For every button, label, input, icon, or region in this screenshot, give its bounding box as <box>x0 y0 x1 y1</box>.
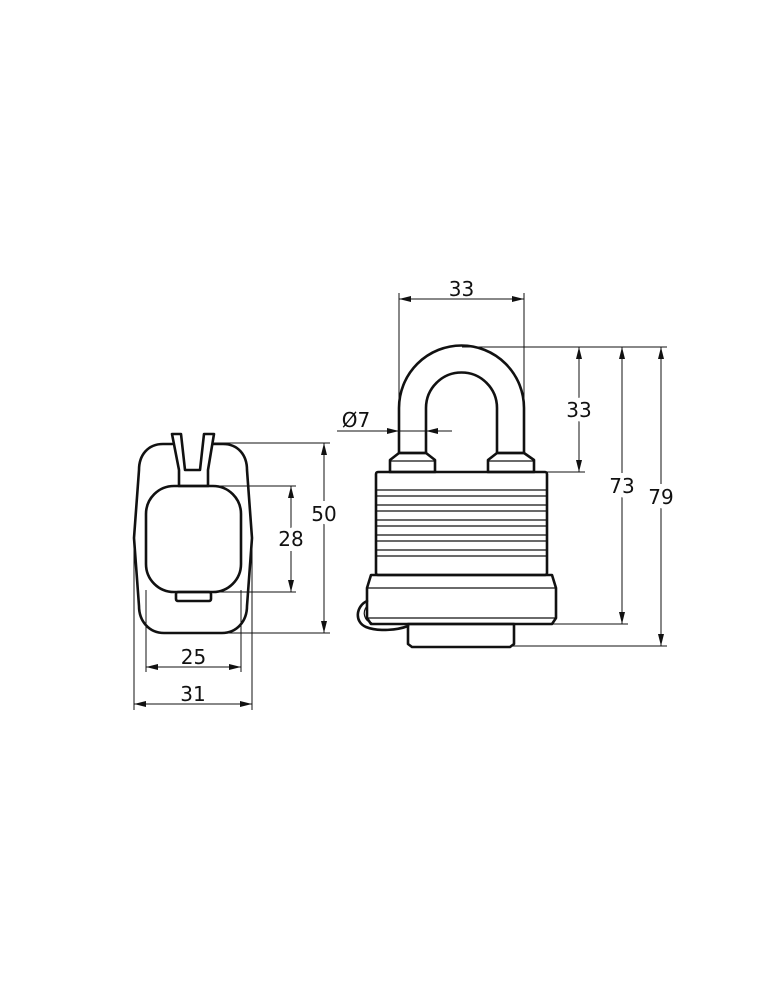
dimension-label-25: 25 <box>181 645 206 669</box>
side-view-body-outline <box>132 442 254 635</box>
front-view-lamination-lines <box>376 489 547 557</box>
side-view-face <box>144 484 243 594</box>
side-view-bottom-tab <box>174 590 213 603</box>
front-view-bumper <box>365 573 558 626</box>
dimension-label-clearance-33: 33 <box>566 398 591 422</box>
front-view-bottom-base <box>406 622 516 649</box>
front-view-shackle-collar-left <box>388 451 437 474</box>
front-view-shackle <box>397 344 526 455</box>
front-view-laminated-body <box>374 470 549 577</box>
front-view-keyway-cover-loop <box>356 599 410 632</box>
dimension-label-28: 28 <box>278 527 303 551</box>
dimension-shackle-clearance: 33 <box>462 346 597 473</box>
side-view <box>132 432 254 635</box>
dimension-label-diameter: Ø7 <box>342 408 370 432</box>
dimension-label-73: 73 <box>609 474 634 498</box>
dimension-label-79: 79 <box>648 485 673 509</box>
dimension-side-body-height: 50 <box>214 442 342 634</box>
dimension-label-shackle-33: 33 <box>449 277 474 301</box>
dimension-height-to-body-base: 73 <box>552 346 640 625</box>
dimension-overall-height: 79 <box>510 346 679 647</box>
dimension-label-31: 31 <box>180 682 205 706</box>
front-view <box>356 344 558 649</box>
dimension-side-width-inner: 25 <box>145 590 242 672</box>
dimension-label-50: 50 <box>311 502 336 526</box>
dimension-side-face-height: 28 <box>210 485 309 593</box>
dimension-side-width-outer: 31 <box>133 540 253 710</box>
dimension-shackle-width: 33 <box>398 277 525 408</box>
side-view-shackle <box>170 432 216 488</box>
dimension-shackle-diameter: Ø7 <box>337 408 452 434</box>
front-view-shackle-collar-right <box>486 451 536 474</box>
